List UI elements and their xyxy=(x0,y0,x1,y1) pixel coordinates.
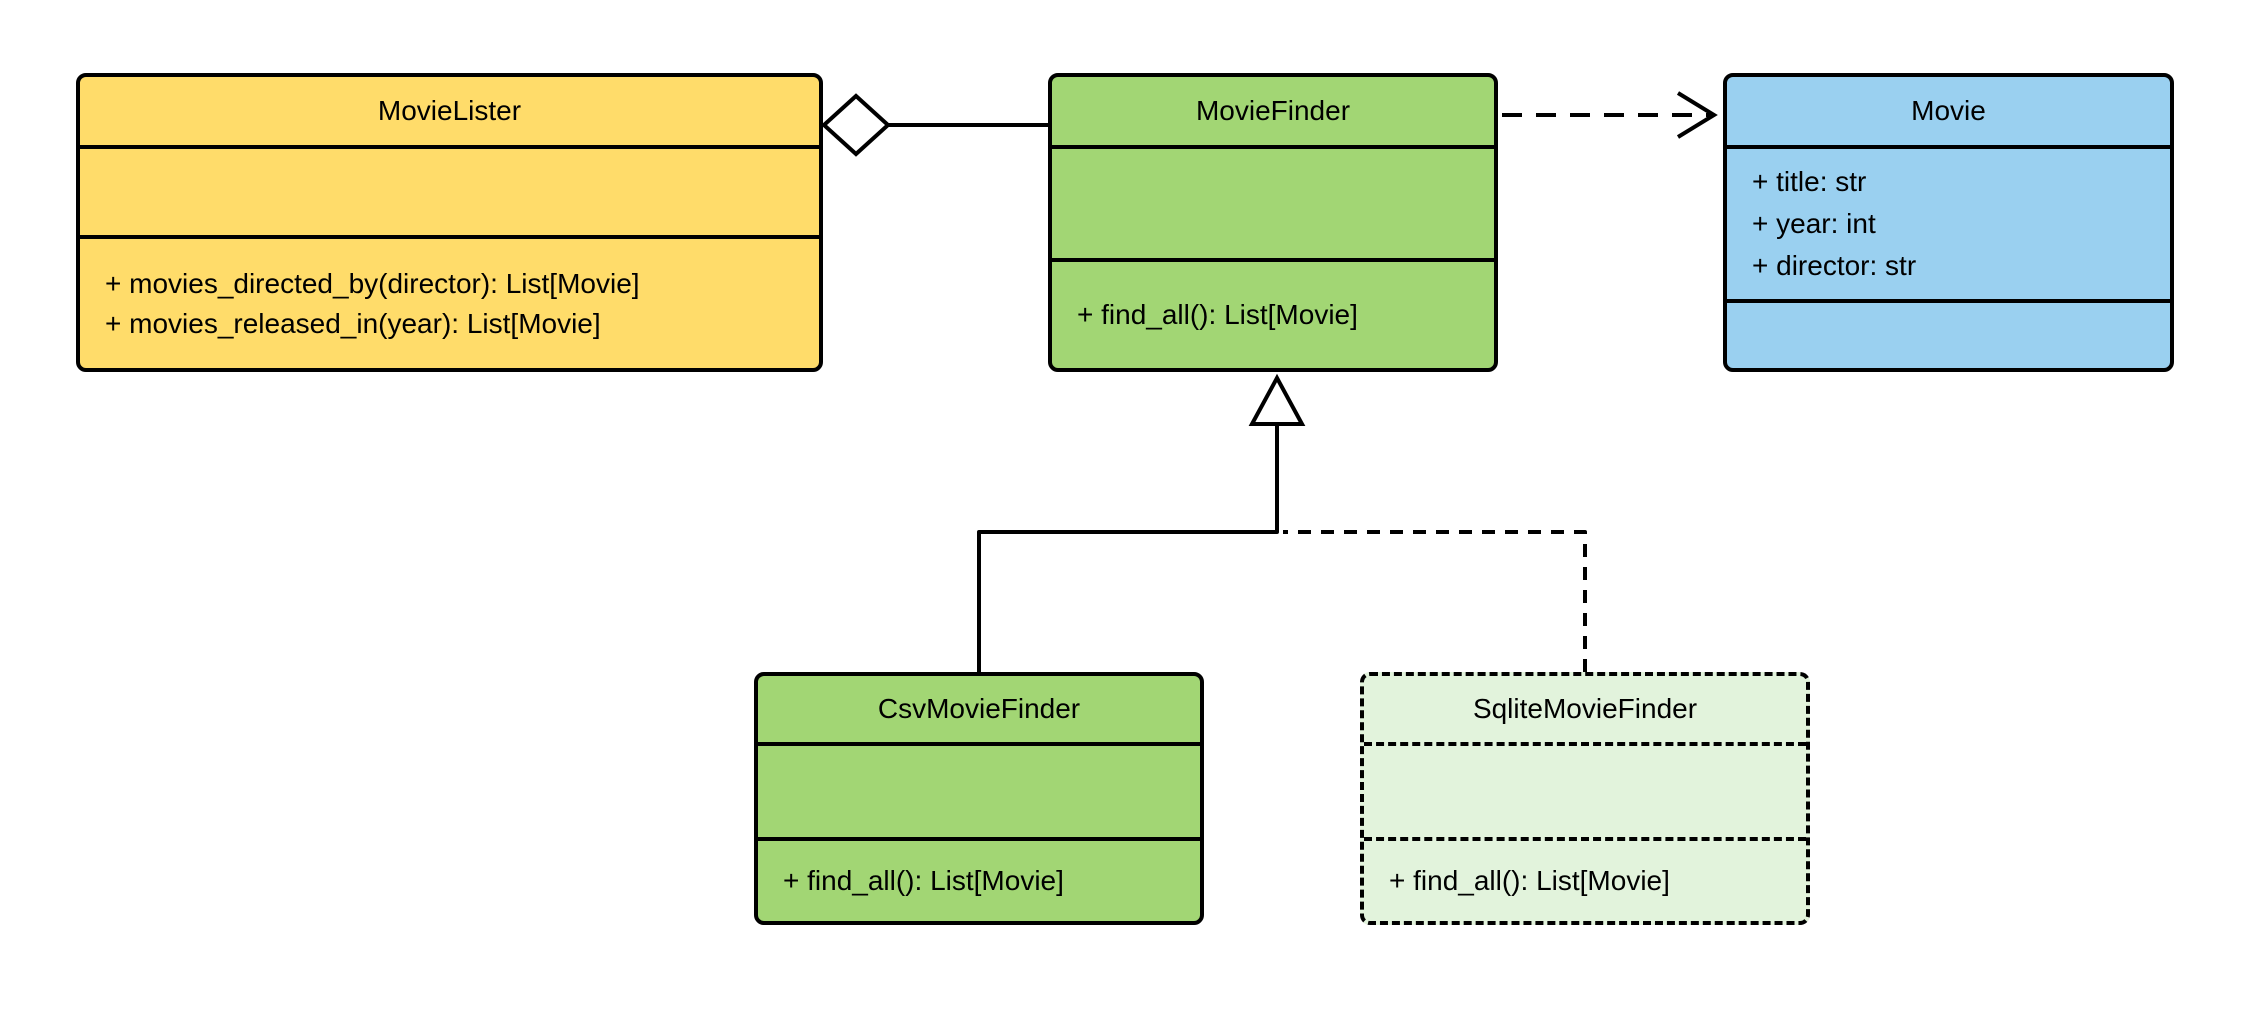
class-title: Movie xyxy=(1911,95,1986,126)
method-item: + movies_directed_by(director): List[Mov… xyxy=(105,267,640,299)
attributes-compartment xyxy=(80,149,819,239)
attributes-compartment xyxy=(1364,746,1806,841)
class-header: MovieFinder xyxy=(1052,77,1494,149)
method-item: + movies_released_in(year): List[Movie] xyxy=(105,307,601,339)
class-header: Movie xyxy=(1727,77,2170,149)
method-item: + find_all(): List[Movie] xyxy=(1389,865,1670,896)
class-box-movie: Movie + title: str + year: int + directo… xyxy=(1723,73,2174,372)
class-header: MovieLister xyxy=(80,77,819,149)
class-header: CsvMovieFinder xyxy=(758,676,1200,746)
methods-compartment: + find_all(): List[Movie] xyxy=(758,841,1200,921)
method-item: + find_all(): List[Movie] xyxy=(783,865,1064,896)
generalization-solid-connector xyxy=(977,373,1306,672)
class-title: CsvMovieFinder xyxy=(877,693,1081,724)
attribute-item: + year: int xyxy=(1752,208,1876,239)
generalization-triangle-icon xyxy=(1248,373,1306,426)
method-item: + find_all(): List[Movie] xyxy=(1077,299,1358,330)
methods-compartment: + find_all(): List[Movie] xyxy=(1364,841,1806,921)
attributes-compartment xyxy=(1052,149,1494,262)
attributes-compartment: + title: str + year: int + director: str xyxy=(1727,149,2170,303)
methods-compartment: + movies_directed_by(director): List[Mov… xyxy=(80,239,819,368)
attribute-item: + title: str xyxy=(1752,166,1867,197)
aggregation-connector xyxy=(821,93,1048,157)
class-header: SqliteMovieFinder xyxy=(1364,676,1806,746)
methods-compartment: + find_all(): List[Movie] xyxy=(1052,262,1494,368)
dependency-open-arrow-icon xyxy=(1676,91,1718,139)
class-title: MovieLister xyxy=(377,95,522,126)
class-title: SqliteMovieFinder xyxy=(1472,693,1698,724)
class-box-movielister: MovieLister + movies_directed_by(directo… xyxy=(76,73,823,372)
aggregation-diamond-icon xyxy=(821,93,891,157)
class-box-moviefinder: MovieFinder + find_all(): List[Movie] xyxy=(1048,73,1498,372)
attributes-compartment xyxy=(758,746,1200,841)
methods-compartment xyxy=(1727,303,2170,368)
generalization-dashed-connector xyxy=(1283,530,1587,672)
attribute-item: + director: str xyxy=(1752,250,1917,281)
class-title: MovieFinder xyxy=(1195,95,1351,126)
dependency-connector xyxy=(1502,91,1718,139)
class-box-csvmoviefinder: CsvMovieFinder + find_all(): List[Movie] xyxy=(754,672,1204,925)
class-box-sqlitemoviefinder: SqliteMovieFinder + find_all(): List[Mov… xyxy=(1360,672,1810,925)
